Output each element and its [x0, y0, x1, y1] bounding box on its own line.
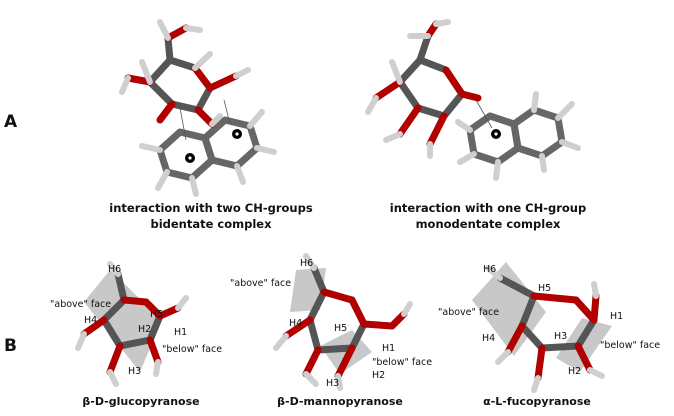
mannose-label-h3: H3: [326, 378, 339, 389]
glucose-name: β-D-glucopyranose: [82, 395, 199, 408]
mannose-name: β-D-mannopyranose: [277, 395, 403, 408]
mannopyranose-model: [273, 253, 413, 391]
glucose-label-above-face: "above" face: [50, 299, 111, 310]
mannose-label-below-face: "below" face: [372, 357, 432, 368]
fucose-label-h2: H2: [568, 366, 581, 377]
fucose-label-h4: H4: [482, 333, 495, 344]
bidentate-caption-line1: interaction with two CH-groups: [109, 201, 313, 215]
mannose-label-h5: H5: [334, 323, 347, 334]
mannose-label-h6: H6: [300, 258, 313, 269]
bidentate-caption-line2: bidentate complex: [150, 217, 272, 231]
glucose-label-h6: H6: [108, 264, 121, 275]
glucose-label-below-face: "below" face: [162, 344, 222, 355]
mannose-label-above-face: "above" face: [230, 278, 291, 289]
glucose-label-h1: H1: [174, 327, 187, 338]
panel-letter-b: B: [4, 336, 17, 356]
glucose-label-h3: H3: [128, 366, 141, 377]
mannose-label-h2: H2: [372, 370, 385, 381]
fucopyranose-model: [472, 262, 612, 393]
fucose-label-h3: H3: [554, 331, 567, 342]
fucose-name: α-L-fucopyranose: [483, 395, 591, 408]
glucose-label-h5: H5: [150, 309, 163, 320]
monodentate-caption-line1: interaction with one CH-group: [390, 201, 586, 215]
panel-letter-a: A: [4, 112, 18, 132]
mannose-label-h4: H4: [289, 318, 302, 329]
monodentate-complex-model: [365, 19, 581, 181]
bidentate-complex-model: [119, 19, 277, 197]
glucose-label-h4: H4: [84, 315, 97, 326]
fucose-label-below-face: "below" face: [600, 340, 660, 351]
monodentate-caption-line2: monodentate complex: [416, 217, 561, 231]
fucose-label-h1: H1: [610, 311, 623, 322]
glucopyranose-model: [75, 261, 189, 387]
glucose-label-h2: H2: [138, 324, 151, 335]
fucose-label-h5: H5: [538, 283, 551, 294]
mannose-label-h1: H1: [382, 343, 395, 354]
fucose-label-h6: H6: [483, 264, 496, 275]
fucose-label-above-face: "above" face: [438, 307, 499, 318]
